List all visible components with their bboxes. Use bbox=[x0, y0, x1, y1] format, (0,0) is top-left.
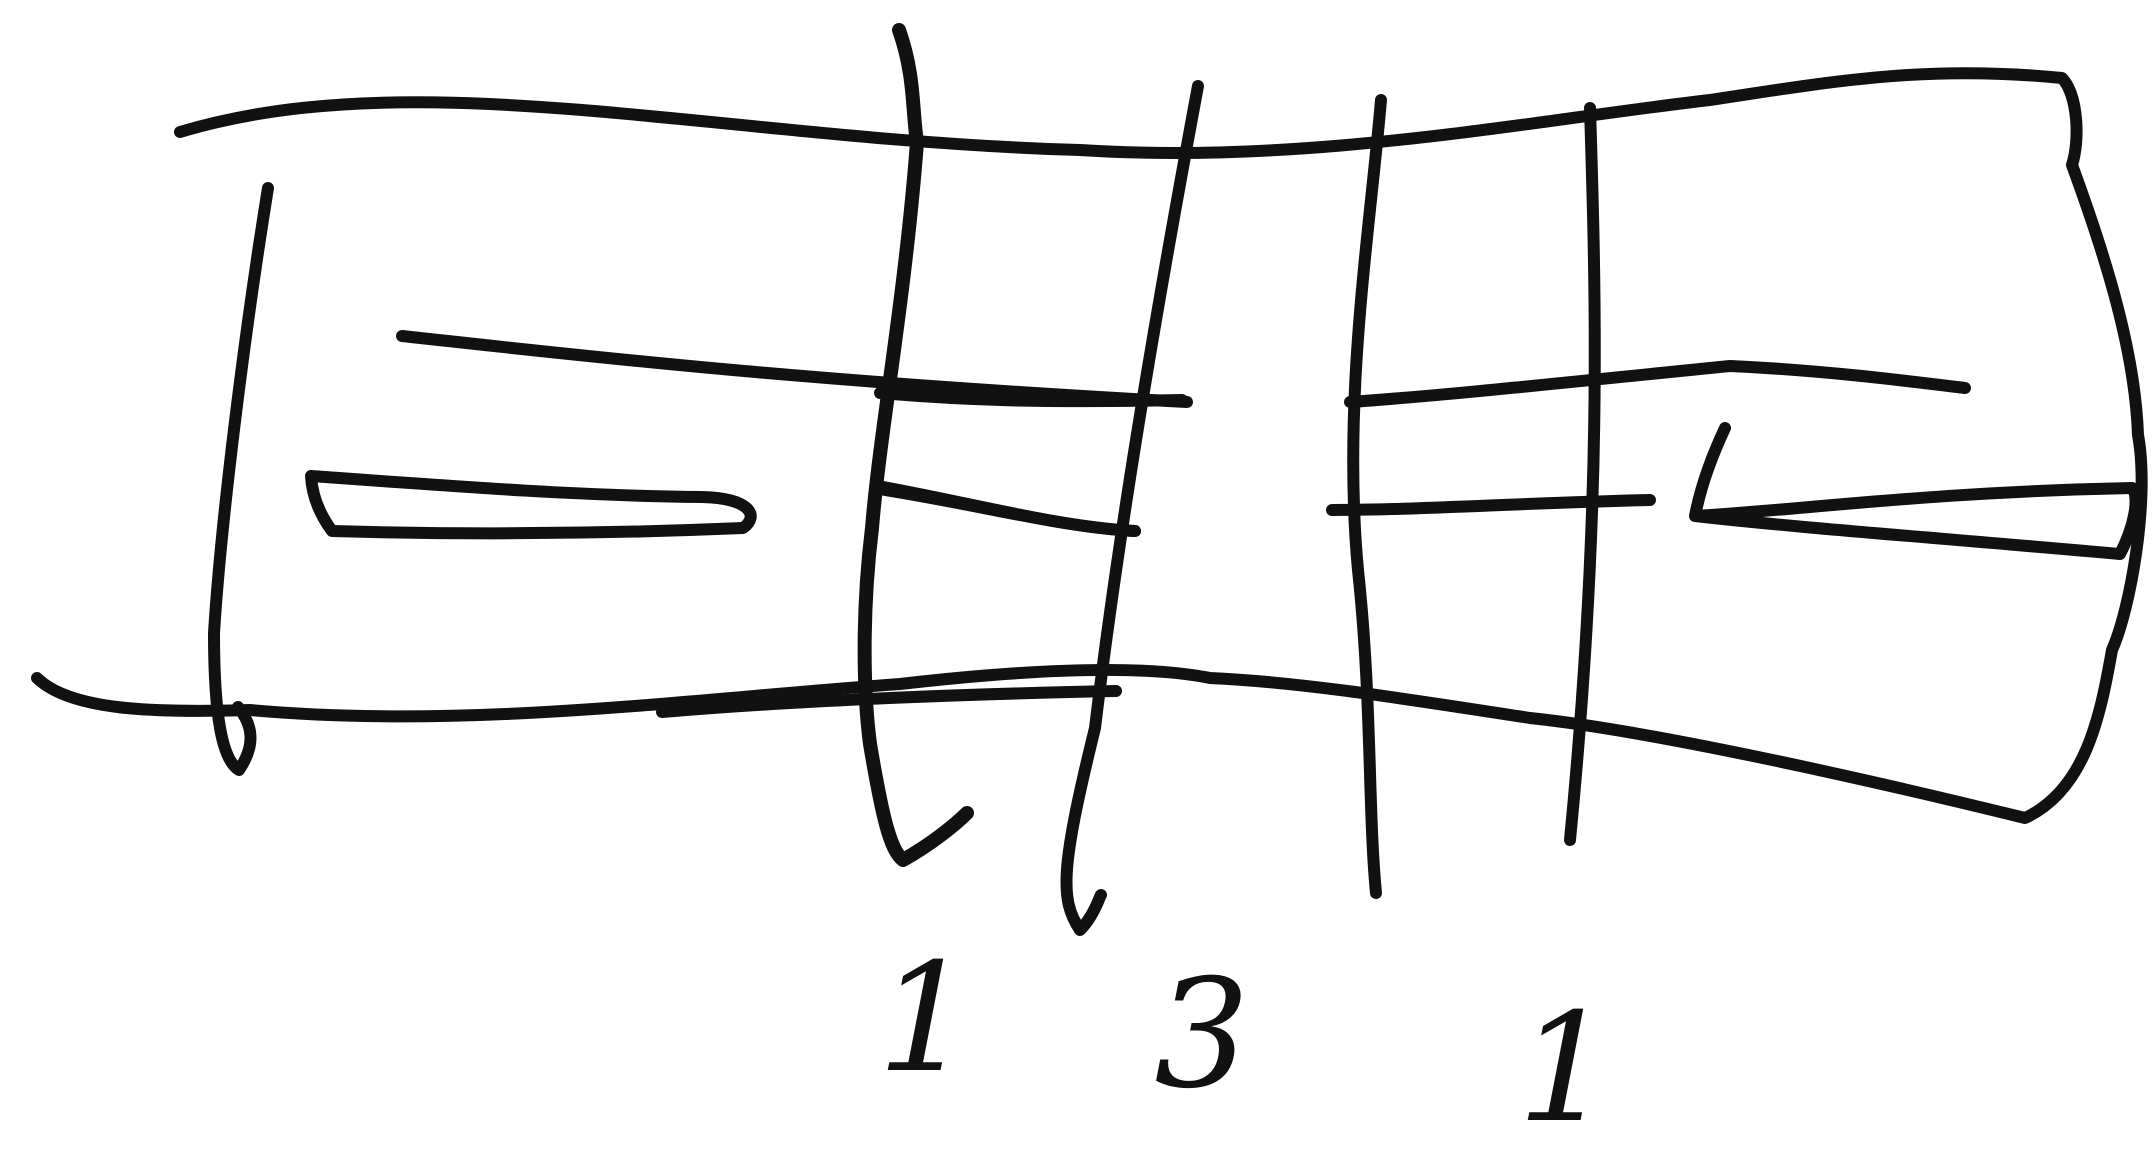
left-arrow-shape bbox=[311, 336, 1187, 533]
outer-bow-outline bbox=[37, 73, 2142, 818]
bottom-labels: 1 3 1 bbox=[877, 932, 1612, 1151]
label-one-right: 1 bbox=[1517, 982, 1612, 1151]
label-three: 3 bbox=[1154, 948, 1249, 1122]
right-arrow-shape bbox=[1695, 428, 2136, 554]
label-one-left: 1 bbox=[877, 932, 972, 1106]
vertical-divider-lines bbox=[865, 30, 1595, 930]
cross-lines bbox=[662, 366, 1965, 712]
